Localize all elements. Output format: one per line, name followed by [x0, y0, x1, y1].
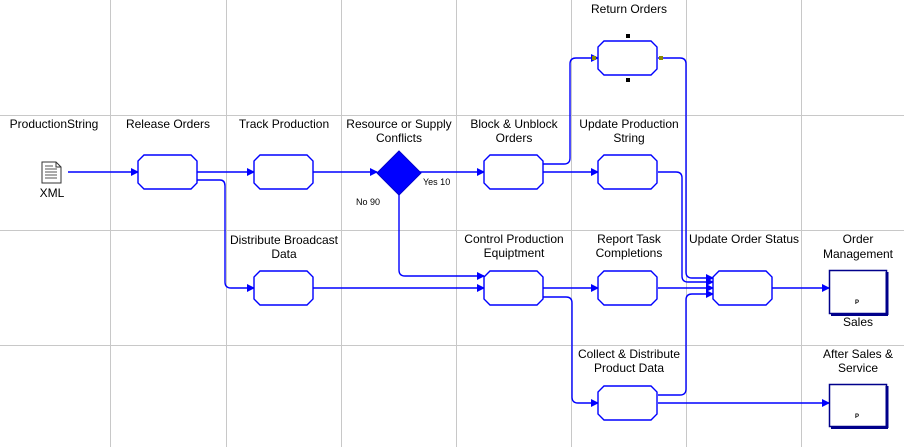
after-sales-box	[828, 383, 888, 428]
flow-block-to-return	[542, 54, 599, 165]
flow-update-string-to-status	[658, 171, 714, 286]
label-order-management-line2: Management	[822, 247, 894, 261]
flow-control-to-collect	[542, 296, 599, 407]
label-sales: Sales	[842, 315, 874, 329]
update-order-status-box	[712, 270, 773, 306]
label-order-management-p: P	[855, 300, 860, 306]
label-collect-distribute-line2: Product Data	[593, 361, 665, 375]
label-report-task-line1: Report Task	[597, 232, 661, 246]
label-return-orders: Return Orders	[590, 2, 668, 16]
external-boxes	[828, 269, 889, 429]
flow-return-to-status	[658, 57, 714, 282]
connectors	[68, 54, 830, 407]
distribute-broadcast-box	[253, 270, 314, 306]
label-after-sales-line1: After Sales &	[822, 347, 894, 361]
xml-document-icon	[41, 161, 62, 184]
control-production-box	[483, 270, 544, 306]
label-update-order-status: Update Order Status	[688, 232, 800, 246]
label-update-production-string-line2: String	[613, 131, 645, 145]
label-after-sales-line2: Service	[837, 361, 878, 375]
label-order-management-line1: Order	[842, 232, 874, 246]
report-task-box	[597, 270, 658, 306]
return-orders-box	[597, 40, 658, 76]
flow-collect-to-status	[658, 290, 714, 396]
label-release-orders: Release Orders	[125, 117, 211, 131]
collect-distribute-box	[597, 385, 658, 421]
label-xml: XML	[39, 186, 65, 200]
label-control-production-line1: Control Production	[464, 232, 564, 246]
return-orders-markers	[592, 34, 663, 82]
label-resource-conflicts-line2: Conflicts	[375, 131, 422, 145]
label-resource-conflicts-line1: Resource or Supply	[346, 117, 452, 131]
label-distribute-broadcast-line2: Data	[271, 247, 297, 261]
flow-decision-no	[398, 194, 485, 280]
label-production-string: ProductionString	[9, 117, 99, 131]
label-report-task-line2: Completions	[595, 246, 663, 260]
label-control-production-line2: Equiptment	[483, 246, 545, 260]
update-production-string-box	[597, 154, 658, 190]
label-no-branch: No 90	[356, 197, 381, 207]
decision-diamond	[376, 150, 422, 196]
label-block-unblock-line2: Orders	[495, 131, 533, 145]
label-track-production: Track Production	[238, 117, 330, 131]
label-block-unblock-line1: Block & Unblock	[470, 117, 558, 131]
release-orders-box	[137, 154, 198, 190]
block-unblock-box	[483, 154, 544, 190]
label-yes-branch: Yes 10	[423, 177, 451, 187]
flow-release-to-distribute	[197, 179, 255, 292]
label-collect-distribute-line1: Collect & Distribute	[577, 347, 681, 361]
label-after-sales-p: P	[855, 414, 860, 420]
label-update-production-string-line1: Update Production	[579, 117, 679, 131]
label-distribute-broadcast-line1: Distribute Broadcast	[229, 233, 339, 247]
track-production-box	[253, 154, 314, 190]
activity-boxes	[137, 40, 773, 421]
